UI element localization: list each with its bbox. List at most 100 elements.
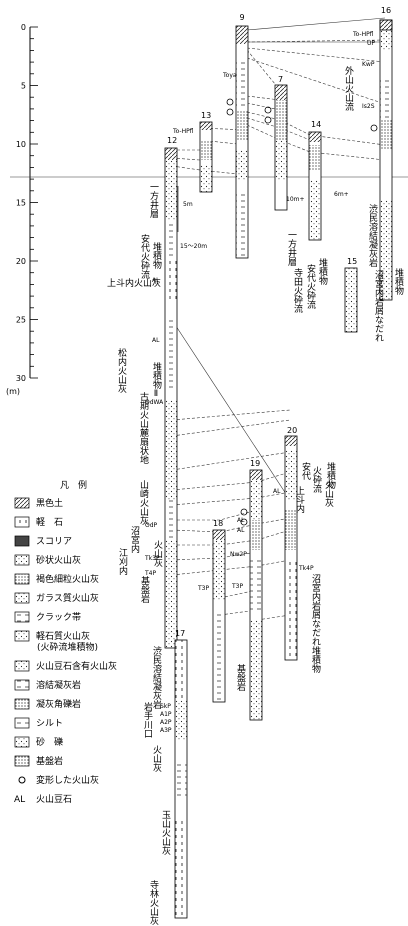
legend-label: 砂状火山灰 <box>36 554 81 566</box>
legend-label: (火砕流堆積物) <box>37 641 98 653</box>
hatch-icon <box>14 497 30 509</box>
legend-label: クラック帯 <box>36 611 81 623</box>
scale-tick-label: 0 <box>21 23 26 32</box>
svg-text:5m: 5m <box>183 201 193 208</box>
svg-text:6m+: 6m+ <box>334 191 349 198</box>
legend-item: 軽石質火山灰 <box>14 630 90 642</box>
column-13: 13 To-HPfl <box>172 111 213 193</box>
svg-text:上斗内: 上斗内 <box>294 486 305 514</box>
legend-item: 変形した火山灰 <box>18 774 99 786</box>
svg-text:UP: UP <box>367 40 375 47</box>
al-symbol: AL <box>14 795 25 805</box>
svg-text:古期火山麓扇状地: 古期火山麓扇状地 <box>138 391 149 464</box>
column-id: 16 <box>381 6 391 15</box>
pumiceous-icon <box>14 630 30 642</box>
legend-label: 基盤岩 <box>36 755 63 767</box>
svg-text:14: 14 <box>311 120 321 129</box>
svg-text:渋民溶結凝灰岩: 渋民溶結凝灰岩 <box>151 645 162 710</box>
scale-tick-label: 15 <box>16 199 26 208</box>
svg-text:堆積物: 堆積物 <box>317 258 328 286</box>
welded-icon <box>14 679 30 691</box>
svg-text:A1P: A1P <box>160 711 172 718</box>
legend-label: 軽石質火山灰 <box>36 630 90 642</box>
scale-tick-label: 10 <box>16 140 26 149</box>
legend-item: 凝灰角礫岩 <box>14 698 81 710</box>
legend-item: AL 火山豆石 <box>14 794 72 805</box>
legend-item: 褐色細粒火山灰 <box>14 573 99 585</box>
pisolite-icon <box>14 660 30 672</box>
scale-tick-label: 20 <box>16 257 26 266</box>
legend-item: ガラス質火山灰 <box>14 592 99 604</box>
svg-text:SkP: SkP <box>160 703 171 710</box>
svg-text:17: 17 <box>175 629 185 638</box>
svg-text:堆積物: 堆積物 <box>325 462 336 490</box>
svg-text:火山灰: 火山灰 <box>152 540 163 568</box>
legend-item: (火砕流堆積物) <box>37 641 98 653</box>
svg-text:安代火砕流: 安代火砕流 <box>305 263 316 310</box>
svg-text:A2P: A2P <box>160 719 172 726</box>
svg-text:一方井層: 一方井層 <box>148 182 159 219</box>
svg-text:12: 12 <box>167 136 177 145</box>
column-9: 9 Toya <box>222 13 249 259</box>
legend-title: 凡 例 <box>60 479 87 491</box>
legend-label: 軽 石 <box>36 517 63 528</box>
svg-text:火砕流: 火砕流 <box>311 466 322 494</box>
svg-text:10m+: 10m+ <box>286 196 305 203</box>
svg-text:一方井層: 一方井層 <box>286 230 297 267</box>
legend-item: 軽 石 <box>14 516 63 528</box>
svg-text:15: 15 <box>347 257 357 266</box>
legend-item: 砂 礫 <box>14 736 63 748</box>
legend-label: 黒色土 <box>36 497 63 509</box>
legend-item: シルト <box>14 717 63 729</box>
silt-icon <box>14 717 30 729</box>
legend-label: ガラス質火山灰 <box>36 592 99 604</box>
gravel-icon <box>14 736 30 748</box>
svg-text:外山火山流: 外山火山流 <box>343 65 354 112</box>
svg-text:9: 9 <box>239 13 244 22</box>
svg-text:基盤岩: 基盤岩 <box>139 575 150 604</box>
svg-text:To-HPfl: To-HPfl <box>172 128 194 135</box>
svg-text:Nw2P: Nw2P <box>230 551 247 558</box>
svg-text:堆積物Ⅱ: 堆積物Ⅱ <box>151 362 162 399</box>
svg-text:岩手川口: 岩手川口 <box>142 701 153 738</box>
legend-item: 基盤岩 <box>14 755 63 767</box>
breccia-icon <box>14 698 30 710</box>
svg-text:OdWA: OdWA <box>145 399 164 406</box>
legend-label: 凝灰角礫岩 <box>36 698 81 710</box>
legend-label: 溶結凝灰岩 <box>36 679 81 691</box>
brown-fine-icon <box>14 573 30 585</box>
bedrock-icon <box>14 755 30 767</box>
svg-text:OdP: OdP <box>145 522 158 529</box>
legend-item: スコリア <box>14 535 72 547</box>
svg-text:沼宮内岩屑なだれ: 沼宮内岩屑なだれ <box>373 270 384 342</box>
deformed-ash-icon <box>18 776 26 784</box>
legend-label: 火山豆石 <box>36 794 72 805</box>
svg-text:KwP: KwP <box>362 61 375 68</box>
column-14: 14 10m+ 6m+ <box>286 120 349 241</box>
svg-text:火山灰: 火山灰 <box>151 745 162 773</box>
legend-item: 火山豆石含有火山灰 <box>14 660 117 672</box>
legend-item: 溶結凝灰岩 <box>14 679 81 691</box>
svg-text:Tk4P: Tk4P <box>298 565 314 572</box>
svg-text:7: 7 <box>278 75 283 84</box>
svg-text:安代: 安代 <box>300 461 311 481</box>
svg-text:Is2S: Is2S <box>362 103 375 110</box>
svg-text:渋民溶結凝灰岩: 渋民溶結凝灰岩 <box>367 203 378 268</box>
column-16: 16 To-HPfl UP KwP Is2S <box>352 6 393 301</box>
svg-text:T3P: T3P <box>197 585 209 592</box>
svg-text:15〜20m: 15〜20m <box>180 243 207 250</box>
legend-label: 火山豆石含有火山灰 <box>36 660 117 672</box>
svg-text:20: 20 <box>287 426 297 435</box>
column-18: 18 T3P <box>197 519 226 703</box>
svg-text:堆積物: 堆積物 <box>151 242 162 270</box>
svg-text:安代火砕流: 安代火砕流 <box>139 233 150 280</box>
scale-tick-label: 5 <box>21 82 26 91</box>
column-12: 12 AL AL OdWA <box>145 136 178 649</box>
legend-label: シルト <box>36 719 63 729</box>
svg-text:AL: AL <box>152 277 160 284</box>
svg-text:寺林火山灰: 寺林火山灰 <box>148 880 159 926</box>
gap-annotations: 5m 15〜20m OdP Tk3P T4P <box>144 186 207 577</box>
column-15: 15 <box>344 257 358 333</box>
